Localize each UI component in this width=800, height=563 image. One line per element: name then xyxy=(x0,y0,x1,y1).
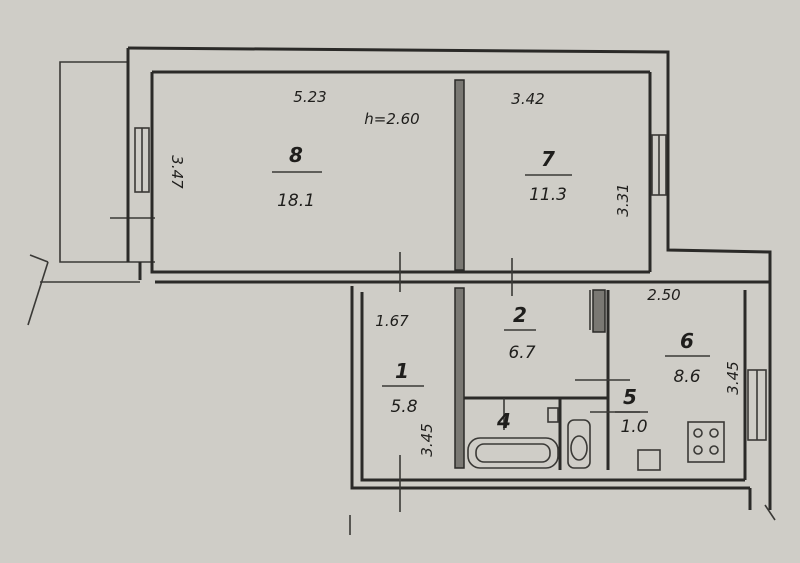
room-4-label: 4 xyxy=(496,409,511,433)
room-7-area: 11.3 xyxy=(529,185,567,205)
room-1-depth-dim: 3.45 xyxy=(418,423,436,456)
fixtures xyxy=(467,407,725,471)
room-5-label: 5 1.0 xyxy=(615,385,648,437)
room-7-depth-dim: 3.31 xyxy=(614,183,632,216)
room-8-width-dim: 5.23 xyxy=(293,88,326,106)
room-7-number: 7 xyxy=(541,147,555,171)
room-6-depth-dim: 3.45 xyxy=(724,361,742,394)
room-6-width-dim: 2.50 xyxy=(647,286,680,304)
room-6-area: 8.6 xyxy=(673,367,700,387)
room-5-number: 5 xyxy=(623,385,637,409)
room-1-area: 5.8 xyxy=(390,397,417,417)
partitions xyxy=(454,79,640,470)
room-1-width-dim: 1.67 xyxy=(375,312,409,330)
sink-icon xyxy=(637,449,661,471)
room-8-area: 18.1 xyxy=(277,191,315,211)
room-8-label: 8 18.1 xyxy=(272,143,322,211)
stove-icon xyxy=(687,421,725,463)
toilet-icon xyxy=(567,419,591,469)
room-1-label: 1 5.8 xyxy=(382,359,424,417)
room-4-number: 4 xyxy=(496,409,511,433)
door-marks xyxy=(349,252,776,535)
room-5-area: 1.0 xyxy=(620,417,647,437)
room-6-label: 6 8.6 xyxy=(665,329,710,387)
room-8-number: 8 xyxy=(289,143,303,167)
room-2-number: 2 xyxy=(513,303,527,327)
room-2-area: 6.7 xyxy=(508,343,535,363)
room-7-label: 7 11.3 xyxy=(525,147,572,205)
windows xyxy=(134,127,767,441)
ceiling-height-dim: h=2.60 xyxy=(364,110,419,128)
room-2-label: 2 6.7 xyxy=(504,303,536,363)
outer-walls xyxy=(126,46,772,510)
room-1-number: 1 xyxy=(395,359,409,383)
room-6-number: 6 xyxy=(680,329,694,353)
bathtub-icon xyxy=(467,437,559,469)
balcony xyxy=(27,61,155,326)
room-7-width-dim: 3.42 xyxy=(511,90,544,108)
room-8-depth-dim: 3.47 xyxy=(168,155,186,189)
